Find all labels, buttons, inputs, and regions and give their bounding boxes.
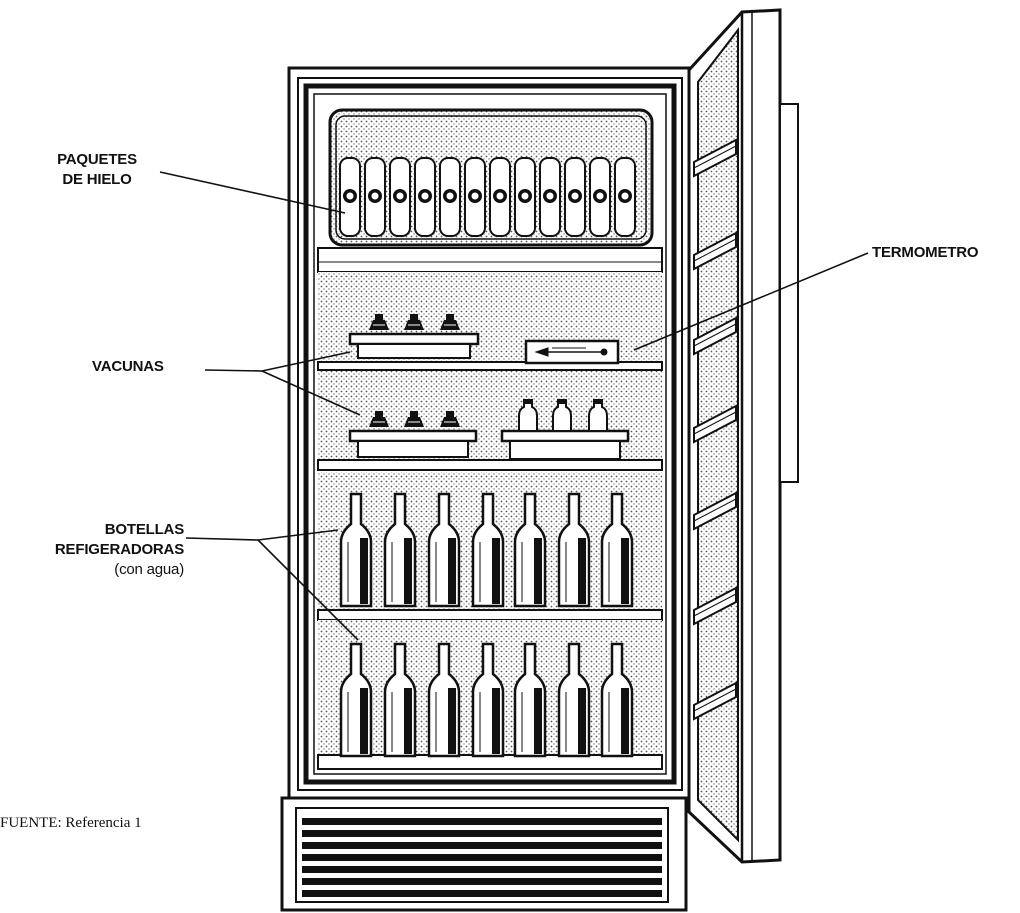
ice-pack <box>340 158 360 236</box>
ice-pack <box>365 158 385 236</box>
ice-pack <box>615 158 635 236</box>
ice-packs-label-line1: PAQUETES <box>42 150 152 170</box>
grille-slat <box>302 854 662 861</box>
ice-pack <box>540 158 560 236</box>
bottles-label-line1: BOTELLAS <box>6 520 184 540</box>
ice-packs-label: PAQUETES DE HIELO <box>42 150 152 190</box>
grille-slat <box>302 890 662 897</box>
vaccine-tray-top <box>350 334 478 358</box>
grille-slat <box>302 818 662 825</box>
vaccine-tray-lower-right <box>502 431 628 459</box>
ice-pack <box>490 158 510 236</box>
grille-slat <box>302 866 662 873</box>
ice-packs-label-line2: DE HIELO <box>42 170 152 190</box>
thermometer <box>526 341 618 363</box>
ice-pack <box>440 158 460 236</box>
ice-pack <box>415 158 435 236</box>
bottles-label-line3: (con agua) <box>6 560 184 580</box>
ice-pack <box>590 158 610 236</box>
thermometer-label: TERMOMETRO <box>872 243 978 263</box>
vaccines-label: VACUNAS <box>92 357 164 377</box>
grille-slat <box>302 842 662 849</box>
bottles-label-line2: REFIGERADORAS <box>6 540 184 560</box>
ice-pack <box>465 158 485 236</box>
bottles-label: BOTELLAS REFIGERADORAS (con agua) <box>6 520 184 580</box>
grille-slat <box>302 830 662 837</box>
ice-pack <box>565 158 585 236</box>
vaccine-tray-lower-left <box>350 431 476 457</box>
source-note: FUENTE: Referencia 1 <box>0 815 142 832</box>
ice-pack <box>515 158 535 236</box>
ice-pack <box>390 158 410 236</box>
grille-slat <box>302 878 662 885</box>
